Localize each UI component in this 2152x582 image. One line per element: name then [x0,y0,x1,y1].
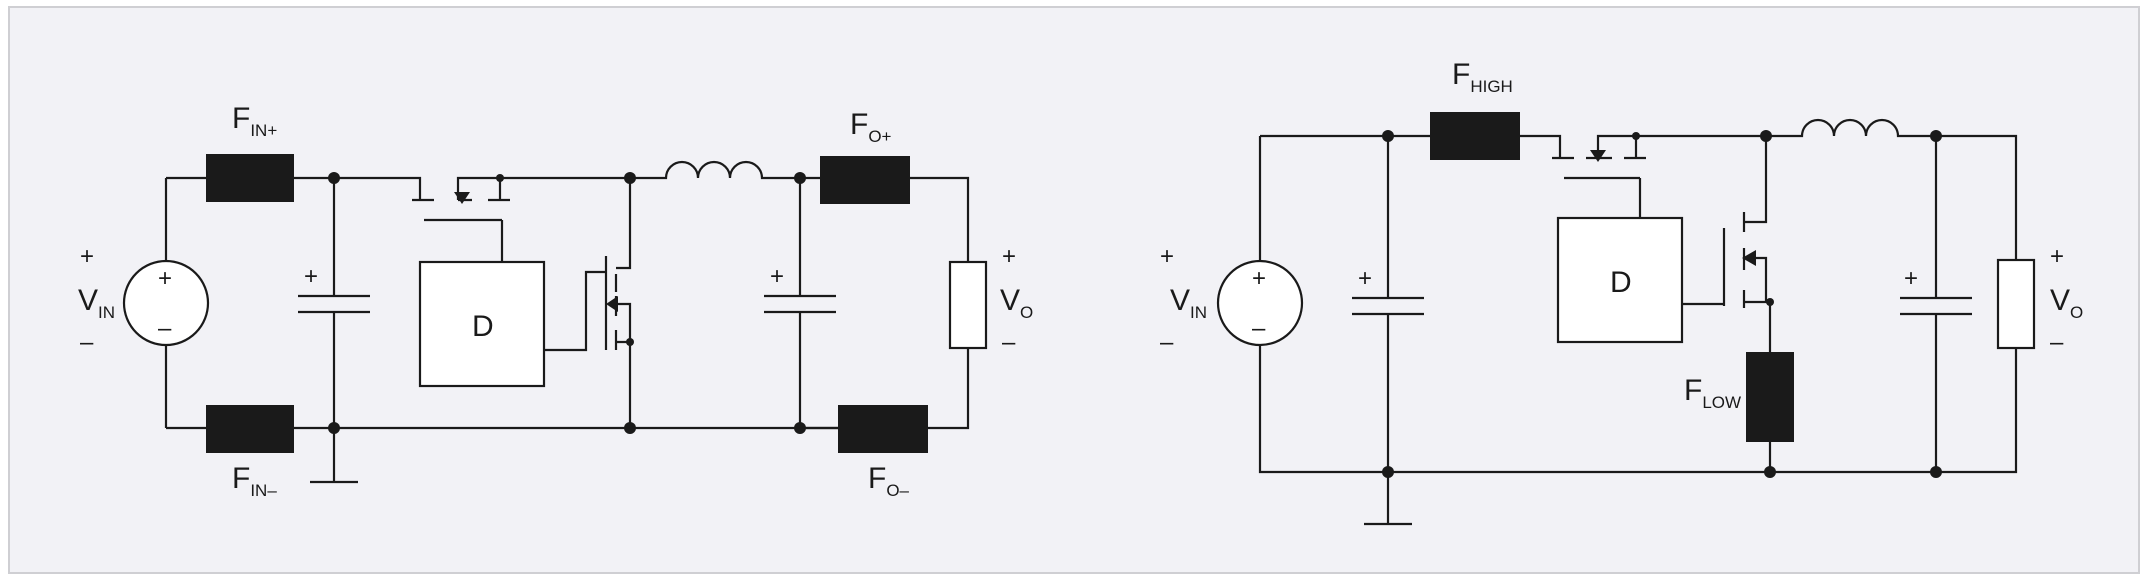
right-driver-label: D [1610,266,1632,299]
left-vo-label: VO [1000,284,1033,322]
left-cin-plus: + [304,263,318,290]
left-junction-dots [328,172,806,434]
right-flow-block [1746,352,1794,442]
left-high-switch [412,176,630,262]
left-source-minus: – [158,315,172,342]
right-vin-label: VIN [1170,284,1207,322]
right-vin-plus: + [1160,243,1174,270]
right-driver-box [1556,216,1684,344]
left-high-switch-arrow [454,192,470,204]
right-source-minus: – [1252,315,1266,342]
right-circuit: FHIGH FLOW VIN + – + – + + D VO + – [1160,58,2083,526]
left-cout-plates [764,294,836,314]
left-vin-minus: – [80,329,94,356]
right-high-switch [1552,134,1766,218]
left-fo-plus-label: FO+ [850,108,892,146]
left-vo-plus: + [1002,243,1016,270]
right-cout-plus: + [1904,265,1918,292]
right-cin-plates [1352,296,1424,316]
left-fin-plus-block [206,154,294,202]
left-cout-plus: + [770,263,784,290]
right-vo-minus: – [2050,329,2064,356]
right-low-switch-arrow [1742,250,1756,266]
left-fin-minus-label: FIN– [232,462,277,500]
right-source-plus: + [1252,265,1266,292]
left-vin-plus: + [80,243,94,270]
left-fin-plus-label: FIN+ [232,102,277,140]
right-vo-label: VO [2050,284,2083,322]
left-fo-minus-label: FO– [868,462,910,500]
left-low-switch-arrow [606,296,618,312]
right-top-input-wire [1260,134,1562,158]
left-driver-label: D [472,310,494,343]
left-vo-minus: – [1002,329,1016,356]
left-output-wire [800,176,970,430]
left-vin-label: VIN [78,284,115,322]
right-inductor [1766,118,2018,262]
left-low-switch-source [616,302,632,428]
left-fo-minus-block [838,405,928,453]
left-voltage-source [122,259,210,347]
left-low-switch [604,178,632,350]
left-cin-and-ground [310,178,358,484]
left-cin-plates [298,294,370,314]
right-vin-minus: – [1160,329,1174,356]
right-high-switch-arrow [1590,150,1606,162]
left-fo-plus-block [820,156,910,204]
diagram-frame [8,6,2140,574]
left-driver-gate-wire [544,270,606,352]
left-inductor [630,160,800,180]
right-load-resistor [1996,258,2036,350]
right-low-switch [1722,136,1768,308]
right-fhigh-block [1430,112,1520,160]
right-vo-plus: + [2050,243,2064,270]
left-fin-minus-block [206,405,294,453]
left-source-plus: + [158,265,172,292]
right-junction-dots [1382,130,1942,478]
right-flow-label: FLOW [1684,374,1741,412]
right-cin-and-ground [1364,136,1412,526]
right-fhigh-label: FHIGH [1452,58,1513,96]
left-load-resistor [948,260,988,350]
right-voltage-source [1216,259,1304,347]
right-vin-and-return [1258,136,2018,474]
right-cout-plates [1900,296,1972,316]
left-driver-box [418,260,546,388]
left-circuit: FIN+ FIN– FO+ FO– VIN + – + – + + D VO +… [78,102,1033,500]
right-cin-plus: + [1358,265,1372,292]
